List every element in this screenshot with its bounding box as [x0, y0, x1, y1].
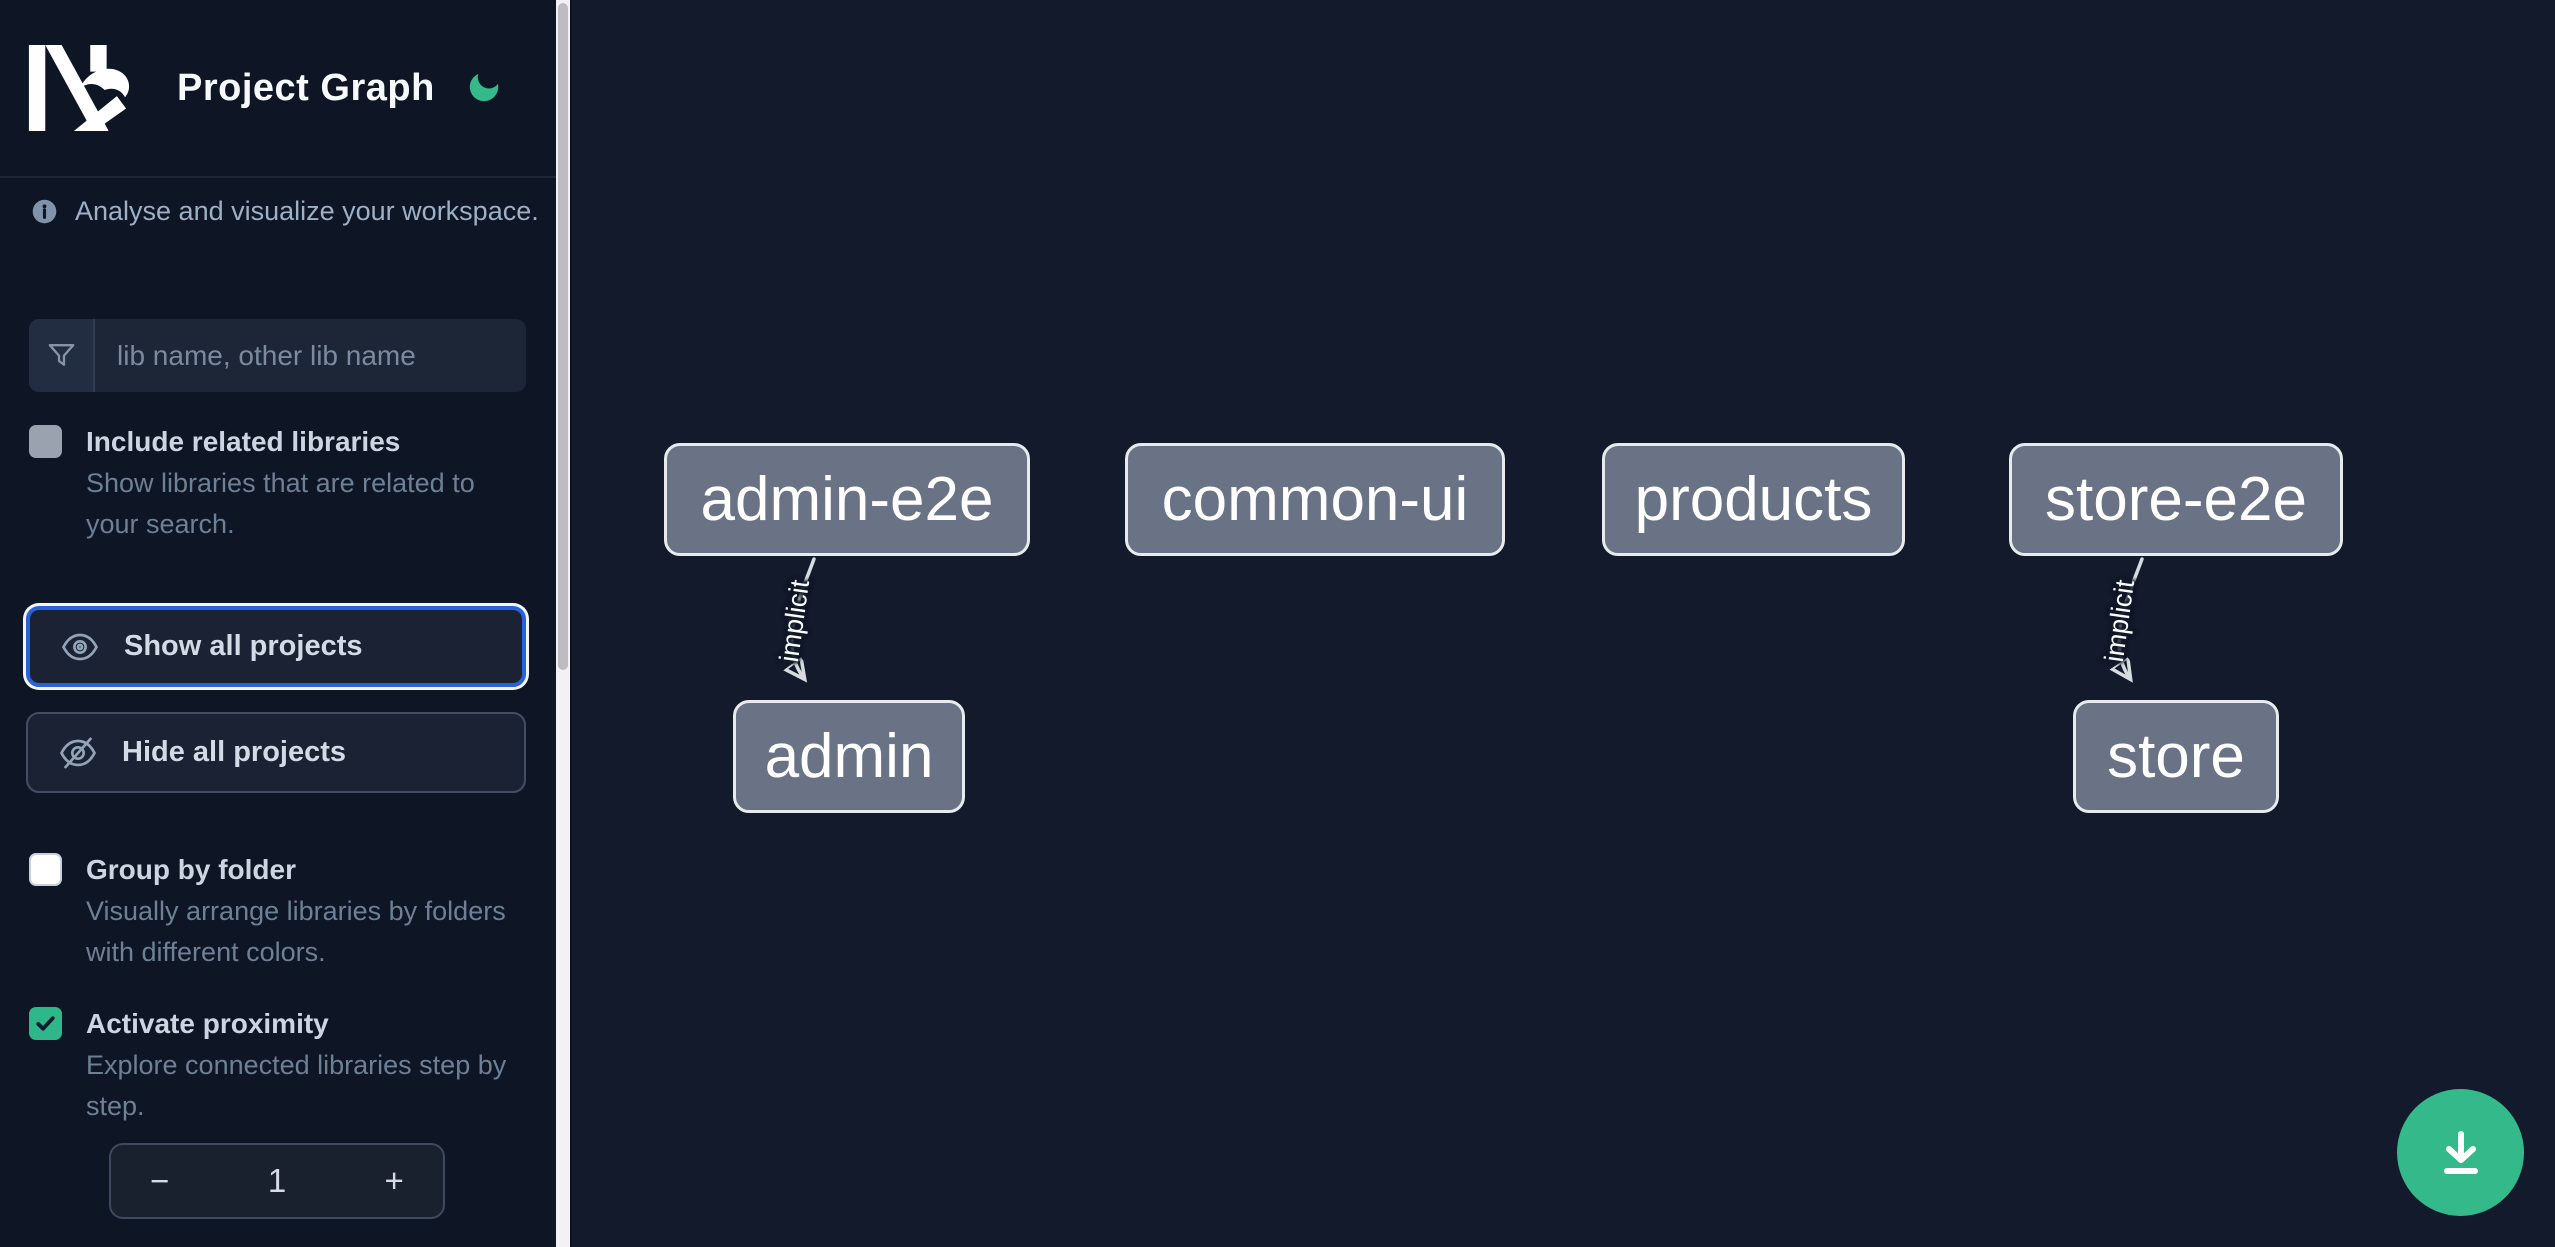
- nx-logo: [28, 45, 130, 131]
- checkbox-label: Group by folder: [86, 854, 296, 885]
- checkbox-label: Activate proximity: [86, 1008, 329, 1039]
- checkbox-activate-proximity[interactable]: Activate proximity Explore connected lib…: [29, 1003, 518, 1127]
- button-label: Show all projects: [124, 630, 363, 662]
- sidebar-scrollbar-thumb[interactable]: [558, 3, 568, 670]
- graph-node-common-ui[interactable]: common-ui: [1125, 443, 1505, 556]
- graph-node-products[interactable]: products: [1602, 443, 1905, 556]
- checkbox-unchecked[interactable]: [29, 853, 62, 886]
- page-title: Project Graph: [177, 66, 435, 109]
- theme-toggle-button[interactable]: [462, 66, 506, 110]
- graph-edges: [572, 557, 2144, 1247]
- graph-node-store[interactable]: store: [2073, 700, 2279, 813]
- proximity-depth-stepper: − 1 +: [109, 1143, 445, 1219]
- checkbox-label: Include related libraries: [86, 426, 401, 457]
- moon-icon: [469, 73, 499, 101]
- checkbox-group-by-folder[interactable]: Group by folder Visually arrange librari…: [29, 849, 518, 973]
- checkbox-description: Explore connected libraries step by step…: [86, 1050, 507, 1121]
- checkbox-description: Show libraries that are related to your …: [86, 468, 475, 539]
- graph-node-admin[interactable]: admin: [733, 700, 965, 813]
- sidebar-scrollbar-track[interactable]: [556, 0, 570, 1247]
- checkmark-icon: [36, 1016, 55, 1031]
- download-graph-button[interactable]: [2397, 1089, 2524, 1216]
- eye-icon: [62, 633, 98, 660]
- workspace-info: Analyse and visualize your workspace.: [31, 196, 539, 227]
- show-all-projects-button[interactable]: Show all projects: [26, 606, 526, 687]
- graph-node-admin-e2e[interactable]: admin-e2e: [664, 443, 1030, 556]
- graph-node-store-e2e[interactable]: store-e2e: [2009, 443, 2343, 556]
- edge-admin-e2e-to-admin: [792, 557, 816, 677]
- search-input[interactable]: [95, 319, 526, 392]
- checkbox-unchecked-disabled[interactable]: [29, 425, 62, 458]
- decrement-button[interactable]: −: [111, 1145, 209, 1217]
- download-icon: [2443, 1130, 2478, 1174]
- filter-funnel-icon: [29, 319, 95, 392]
- search-box: [29, 319, 526, 392]
- checkbox-checked[interactable]: [29, 1007, 62, 1040]
- sidebar: Project Graph Analyse and visualize your…: [0, 0, 556, 1247]
- stepper-value: 1: [267, 1162, 287, 1199]
- increment-button[interactable]: +: [345, 1145, 443, 1217]
- hide-all-projects-button[interactable]: Hide all projects: [26, 712, 526, 793]
- checkbox-include-related-libraries[interactable]: Include related libraries Show libraries…: [29, 421, 518, 545]
- checkbox-description: Visually arrange libraries by folders wi…: [86, 896, 506, 967]
- sidebar-header: Project Graph: [0, 0, 556, 178]
- button-label: Hide all projects: [122, 736, 347, 768]
- eye-off-icon: [60, 737, 96, 768]
- info-text: Analyse and visualize your workspace.: [75, 196, 539, 226]
- info-icon: [32, 199, 57, 224]
- edge-store-e2e-to-store: [2119, 557, 2144, 677]
- graph-canvas[interactable]: implicit implicit admin-e2e common-ui pr…: [570, 0, 2555, 1247]
